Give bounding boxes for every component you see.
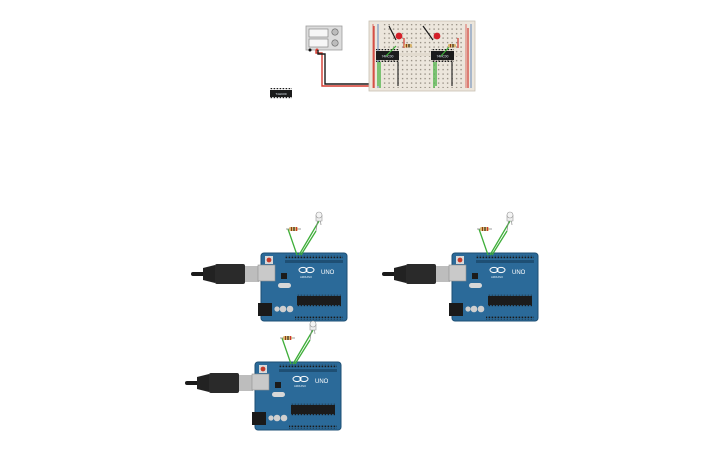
arduino-uno-2[interactable]: UNO ARDUINO (381, 211, 539, 322)
arduino-uno-1[interactable]: UNO ARDUINO (190, 211, 348, 322)
red-power-wire[interactable] (315, 50, 371, 87)
arduino-2-label: UNO (512, 270, 526, 276)
ic-chip-1[interactable]: 74HC00 (376, 49, 399, 62)
arduino-3-label: UNO (315, 379, 329, 385)
black-ground-wire[interactable] (317, 50, 371, 85)
arduino-2-brand: ARDUINO (491, 275, 503, 279)
arduino-3-brand: ARDUINO (294, 384, 306, 388)
ic-chip-loose-label: 74HC00 (275, 92, 286, 96)
ic-chip-2-label: 74HC00 (437, 55, 449, 59)
ic-chip-2[interactable]: 74HC00 (431, 49, 454, 62)
ic-chip-loose[interactable]: 74HC00 (270, 88, 292, 99)
resistor-icon[interactable] (404, 44, 456, 48)
arduino-1-brand: ARDUINO (300, 275, 312, 279)
ic-chip-1-label: 74HC00 (382, 55, 394, 59)
arduino-uno-3[interactable]: UNO ARDUINO (184, 320, 342, 431)
led-icon[interactable] (395, 32, 441, 40)
arduino-1-label: UNO (321, 270, 335, 276)
power-supply-icon[interactable] (305, 25, 343, 52)
